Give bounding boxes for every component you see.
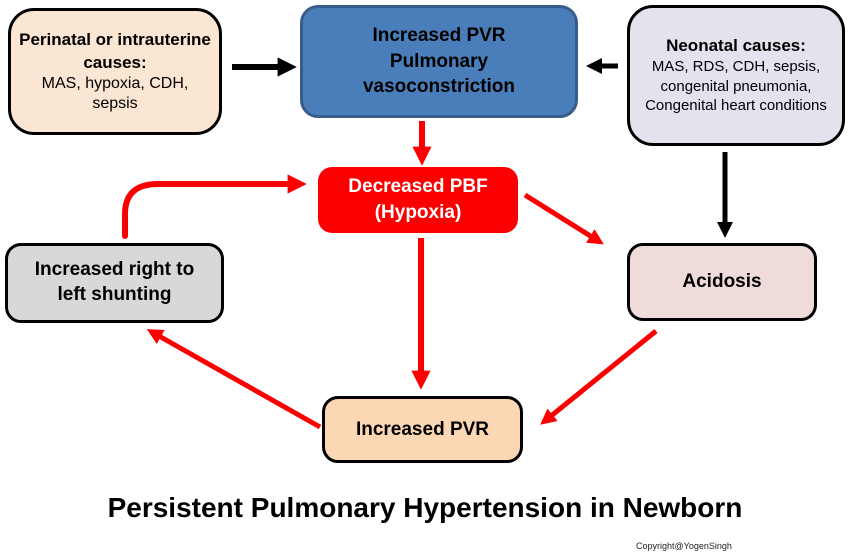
perinatal-detail: MAS, hypoxia, CDH, sepsis xyxy=(41,74,189,112)
acidosis-label: Acidosis xyxy=(682,271,762,292)
node-decreased-pbf: Decreased PBF (Hypoxia) xyxy=(318,167,518,233)
increased-pvr-label: Increased PVR xyxy=(355,418,490,440)
arrow-decreased-pbf-to-acidosis xyxy=(523,192,604,245)
arrow-increased-pvr-to-shunting xyxy=(146,329,322,430)
vasoconstriction-line-2: Pulmonary xyxy=(389,50,489,72)
perinatal-heading: Perinatal or intrauterine causes: xyxy=(19,30,211,72)
node-right-to-left-shunting: Increased right to left shunting xyxy=(5,243,224,323)
node-pulmonary-vasoconstriction: Increased PVR Pulmonary vasoconstriction xyxy=(300,5,578,118)
decreased-pbf-line-1: Decreased PBF xyxy=(348,176,488,198)
node-increased-pvr: Increased PVR xyxy=(322,396,523,463)
neonatal-heading: Neonatal causes: xyxy=(666,36,806,56)
node-acidosis: Acidosis xyxy=(627,243,817,321)
decreased-pbf-line-2: (Hypoxia) xyxy=(374,202,462,223)
arrow-shunting-to-decreased-pbf xyxy=(122,174,307,239)
arrow-acidosis-to-increased-pvr xyxy=(540,329,658,425)
node-perinatal-causes: Perinatal or intrauterine causes: MAS, h… xyxy=(8,8,222,135)
vasoconstriction-line-3: vasoconstriction xyxy=(362,76,516,98)
neonatal-detail: MAS, RDS, CDH, sepsis, congenital pneumo… xyxy=(645,58,827,115)
copyright-text: Copyright@YogenSingh xyxy=(636,541,732,551)
diagram-title: Persistent Pulmonary Hypertension in New… xyxy=(107,492,743,523)
shunting-label: Increased right to left shunting xyxy=(34,259,195,305)
node-neonatal-causes: Neonatal causes: MAS, RDS, CDH, sepsis, … xyxy=(627,5,845,146)
vasoconstriction-line-1: Increased PVR xyxy=(372,25,506,47)
